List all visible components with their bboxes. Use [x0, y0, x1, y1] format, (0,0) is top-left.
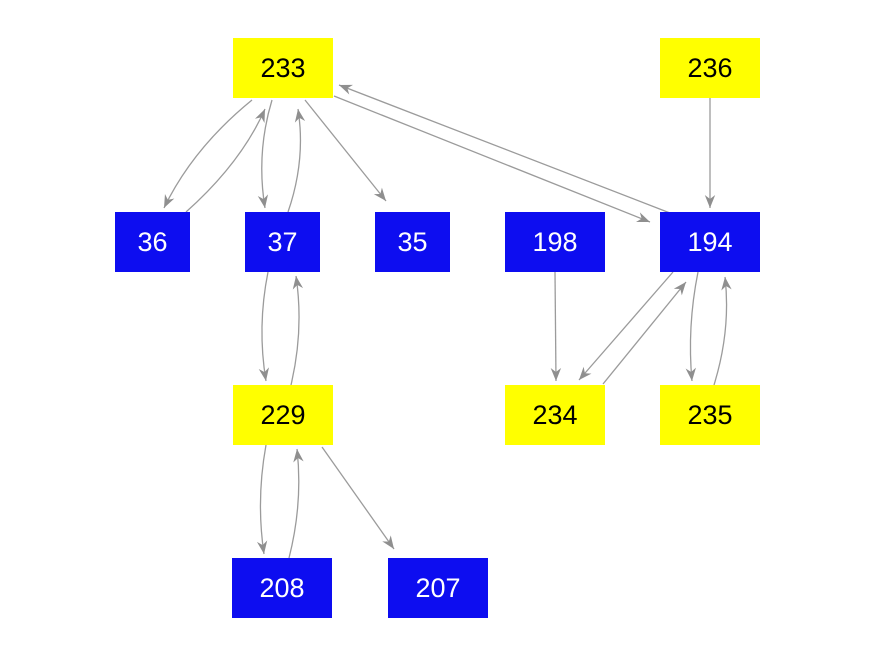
node-208: 208 [232, 558, 332, 618]
edge-233-to-37 [257, 99, 273, 209]
node-35: 35 [375, 212, 450, 272]
edge-37-to-229 [258, 271, 269, 382]
node-194: 194 [660, 212, 760, 272]
node-236: 236 [660, 38, 760, 98]
node-233: 233 [233, 38, 333, 98]
edge-194-to-233 [338, 84, 671, 214]
edge-233-to-36 [163, 99, 253, 209]
node-label: 36 [137, 226, 168, 257]
edge-194-to-235 [685, 271, 699, 382]
edge-194-to-234 [578, 271, 674, 381]
node-229: 229 [233, 385, 333, 445]
edge-229-to-208 [256, 444, 268, 555]
edge-233-to-194 [333, 95, 651, 223]
edge-234-to-194 [602, 281, 687, 385]
edge-235-to-194 [713, 276, 732, 386]
edge-36-to-233 [185, 108, 266, 213]
node-36: 36 [115, 212, 190, 272]
node-label: 208 [259, 572, 305, 603]
node-label: 35 [397, 226, 428, 257]
node-label: 198 [532, 226, 578, 257]
node-label: 234 [532, 399, 578, 430]
edge-198-to-234 [550, 271, 562, 382]
node-label: 236 [687, 52, 733, 83]
edge-37-to-233 [287, 108, 306, 213]
node-label: 235 [687, 399, 733, 430]
edge-208-to-229 [288, 448, 304, 559]
edge-229-to-37 [290, 275, 304, 386]
node-label: 233 [260, 52, 306, 83]
node-label: 194 [687, 226, 733, 257]
node-label: 229 [260, 399, 306, 430]
node-198: 198 [505, 212, 605, 272]
node-235: 235 [660, 385, 760, 445]
edge-233-to-35 [304, 99, 387, 202]
edge-229-to-207 [321, 446, 395, 550]
node-37: 37 [245, 212, 320, 272]
node-label: 207 [415, 572, 461, 603]
node-234: 234 [505, 385, 605, 445]
node-label: 37 [267, 226, 298, 257]
node-207: 207 [388, 558, 488, 618]
